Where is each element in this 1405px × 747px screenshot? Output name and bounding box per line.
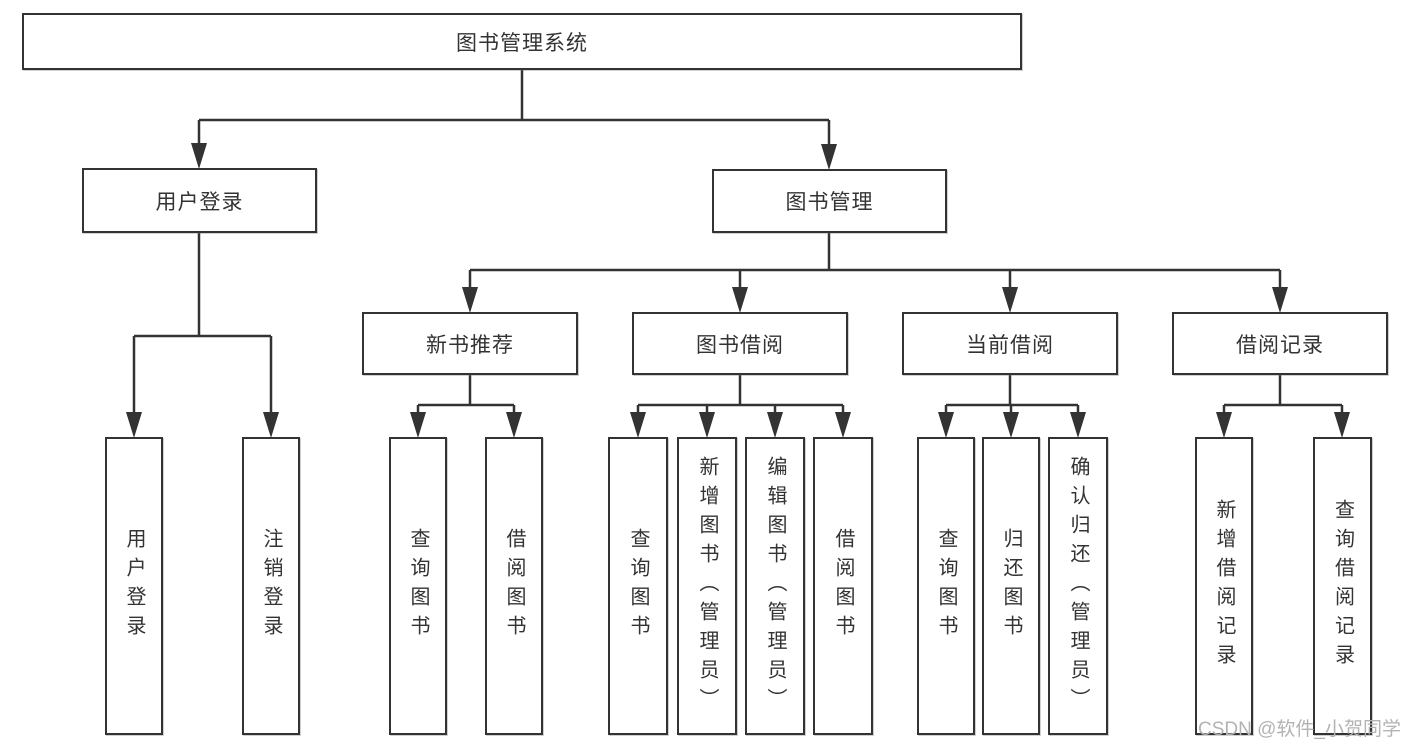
node-borrowing-records: 借阅记录: [1172, 312, 1388, 375]
node-leaf-edit-book-admin: 编辑图书（管理员）: [745, 437, 805, 735]
arrow-down-icon: [1272, 287, 1288, 313]
arrowheads: [126, 143, 1350, 438]
node-leaf-return-book: 归还图书: [982, 437, 1040, 735]
arrow-down-icon: [1216, 412, 1232, 438]
node-label: 归还图书: [1000, 528, 1022, 644]
arrow-down-icon: [767, 412, 783, 438]
node-leaf-add-borrow-record: 新增借阅记录: [1195, 437, 1253, 735]
node-leaf-add-book-admin: 新增图书（管理员）: [677, 437, 737, 735]
arrow-down-icon: [1070, 412, 1086, 438]
connector-edges: [132, 70, 1344, 433]
arrow-down-icon: [462, 287, 478, 313]
node-book-borrowing: 图书借阅: [632, 312, 848, 375]
node-label: 查询图书: [935, 528, 957, 644]
node-current-borrowing: 当前借阅: [902, 312, 1118, 375]
arrow-down-icon: [126, 412, 142, 438]
arrow-down-icon: [732, 287, 748, 313]
arrow-down-icon: [630, 412, 646, 438]
arrow-down-icon: [506, 412, 522, 438]
node-label: 新增借阅记录: [1213, 499, 1235, 673]
node-leaf-query-books-2: 查询图书: [608, 437, 668, 735]
node-leaf-confirm-return-admin: 确认归还（管理员）: [1048, 437, 1108, 735]
node-leaf-query-books-1: 查询图书: [389, 437, 447, 735]
node-label: 确认归还（管理员）: [1067, 455, 1089, 717]
node-label: 编辑图书（管理员）: [764, 455, 786, 717]
node-label: 注销登录: [260, 528, 282, 644]
arrow-down-icon: [821, 144, 837, 170]
arrow-down-icon: [263, 412, 279, 438]
arrow-down-icon: [1334, 412, 1350, 438]
arrow-down-icon: [835, 412, 851, 438]
arrow-down-icon: [1003, 412, 1019, 438]
node-new-book-recommendation: 新书推荐: [362, 312, 578, 375]
node-label: 新增图书（管理员）: [696, 455, 718, 717]
node-user-login: 用户登录: [82, 168, 317, 233]
arrow-down-icon: [410, 412, 426, 438]
node-label: 查询图书: [627, 528, 649, 644]
node-label: 借阅图书: [503, 528, 525, 644]
arrow-down-icon: [938, 412, 954, 438]
node-label: 用户登录: [123, 528, 145, 644]
node-leaf-query-books-3: 查询图书: [917, 437, 975, 735]
node-leaf-borrow-books-1: 借阅图书: [485, 437, 543, 735]
node-label: 查询借阅记录: [1331, 499, 1354, 673]
node-library-management-system: 图书管理系统: [22, 13, 1022, 70]
arrow-down-icon: [699, 412, 715, 438]
arrow-down-icon: [1002, 287, 1018, 313]
node-leaf-logout: 注销登录: [242, 437, 300, 735]
node-label: 查询图书: [407, 528, 429, 644]
node-leaf-user-login: 用户登录: [105, 437, 163, 735]
arrow-down-icon: [191, 143, 207, 169]
node-label: 借阅图书: [832, 528, 854, 644]
node-leaf-query-borrow-record: 查询借阅记录: [1313, 437, 1372, 735]
csdn-watermark: CSDN @软件_小贺同学: [1198, 719, 1401, 740]
node-book-management: 图书管理: [712, 169, 947, 233]
node-leaf-borrow-books-2: 借阅图书: [813, 437, 873, 735]
